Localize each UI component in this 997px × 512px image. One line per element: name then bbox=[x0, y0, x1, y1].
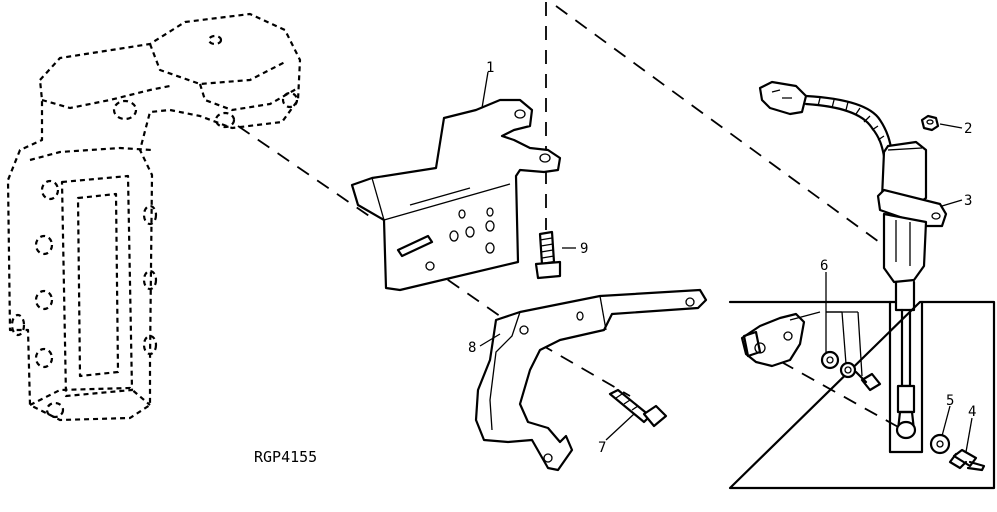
cap-screw-part-9 bbox=[534, 230, 562, 280]
callout-3: 3 bbox=[964, 193, 972, 209]
callout-5: 5 bbox=[946, 393, 954, 409]
callout-7: 7 bbox=[598, 440, 606, 456]
support-bracket-part-8 bbox=[474, 288, 708, 472]
callout-leaders bbox=[479, 71, 973, 453]
callout-6: 6 bbox=[820, 258, 828, 274]
callout-8: 8 bbox=[468, 340, 476, 356]
phantom-engine-housing bbox=[6, 12, 302, 422]
callout-2: 2 bbox=[964, 121, 972, 137]
solenoid-part-3 bbox=[758, 80, 948, 432]
mounting-bracket-part-1 bbox=[350, 98, 562, 292]
callout-1: 1 bbox=[486, 60, 494, 76]
bolt-part-7 bbox=[608, 388, 668, 428]
alignment-lines bbox=[237, 2, 901, 429]
nut-part-2 bbox=[920, 114, 940, 132]
callout-9: 9 bbox=[580, 241, 588, 257]
figure-id: RGP4155 bbox=[254, 448, 317, 466]
callout-4: 4 bbox=[968, 404, 976, 420]
inset-detail-box bbox=[728, 300, 996, 490]
